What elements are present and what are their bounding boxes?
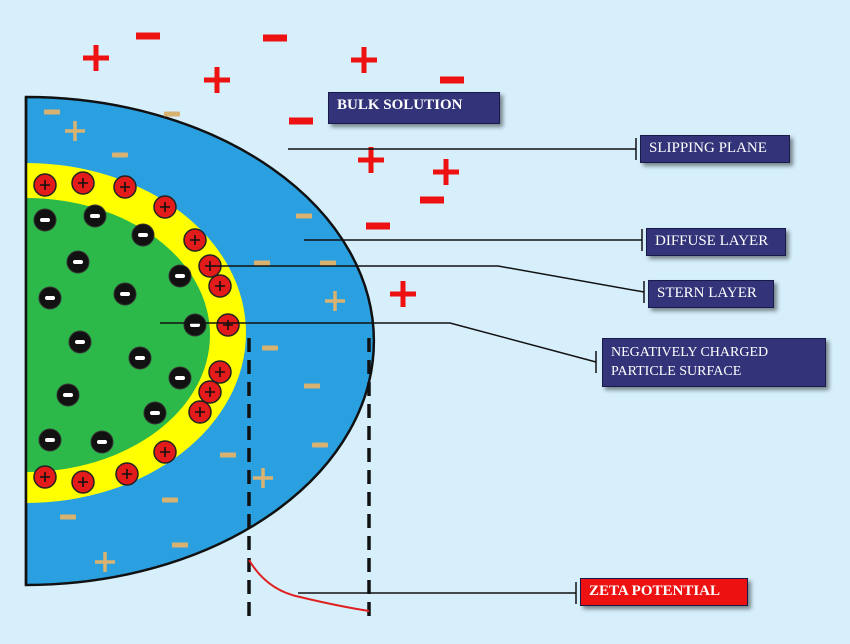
diffuse-positive-ion	[65, 121, 85, 141]
bulk-negative-ion	[420, 196, 444, 204]
minus-sign	[40, 218, 50, 222]
minus-sign	[73, 260, 83, 264]
bulk-positive-ion	[83, 45, 109, 71]
diffuse-negative-ion	[44, 109, 60, 115]
diffuse-positive-ion	[253, 468, 273, 488]
bulk-negative-ion	[440, 76, 464, 84]
ions-layer	[33, 32, 464, 572]
minus-sign	[175, 376, 185, 380]
diffuse-negative-ion	[296, 213, 312, 219]
bulk-negative-ion	[366, 222, 390, 230]
diffuse-negative-ion	[162, 497, 178, 503]
bulk-positive-ion	[204, 67, 230, 93]
slipping-plane-label: SLIPPING PLANE	[640, 135, 790, 163]
plus-sign	[78, 477, 88, 487]
plus-sign	[195, 407, 205, 417]
plus-sign	[120, 182, 130, 192]
plus-sign	[40, 472, 50, 482]
plus-sign	[205, 261, 215, 271]
minus-sign	[45, 438, 55, 442]
minus-sign	[63, 393, 73, 397]
minus-sign	[120, 292, 130, 296]
bulk-negative-ion	[289, 117, 313, 125]
diffuse-negative-ion	[312, 442, 328, 448]
bulk-solution-label: BULK SOLUTION	[328, 92, 500, 124]
zeta-potential-label: ZETA POTENTIAL	[580, 578, 748, 606]
plus-sign	[223, 320, 233, 330]
minus-sign	[150, 411, 160, 415]
diffuse-positive-ion	[325, 291, 345, 311]
plus-sign	[215, 281, 225, 291]
minus-sign	[45, 296, 55, 300]
minus-sign	[75, 340, 85, 344]
particle-surface-leader	[160, 322, 597, 363]
stern-layer-leader	[214, 265, 645, 293]
plus-sign	[215, 367, 225, 377]
minus-sign	[90, 214, 100, 218]
diffuse-negative-ion	[112, 152, 128, 158]
diffuse-layer-label: DIFFUSE LAYER	[646, 228, 786, 256]
plus-sign	[205, 387, 215, 397]
bulk-positive-ion	[358, 147, 384, 173]
bulk-positive-ion	[433, 159, 459, 185]
minus-sign	[97, 440, 107, 444]
plus-sign	[78, 178, 88, 188]
plus-sign	[160, 447, 170, 457]
bulk-positive-ion	[390, 281, 416, 307]
bulk-negative-ion	[263, 34, 287, 42]
plus-sign	[190, 235, 200, 245]
minus-sign	[190, 323, 200, 327]
particle-surface-label: NEGATIVELY CHARGED PARTICLE SURFACE	[602, 338, 826, 387]
diffuse-negative-ion	[254, 260, 270, 266]
zeta-potential-curve	[248, 559, 370, 612]
leader-lines	[160, 138, 645, 604]
plus-sign	[160, 202, 170, 212]
minus-sign	[135, 356, 145, 360]
minus-sign	[175, 274, 185, 278]
diffuse-negative-ion	[60, 514, 76, 520]
diffuse-negative-ion	[164, 111, 180, 117]
diffuse-positive-ion	[95, 552, 115, 572]
minus-sign	[138, 233, 148, 237]
diffuse-negative-ion	[172, 542, 188, 548]
diffuse-negative-ion	[220, 452, 236, 458]
diffuse-negative-ion	[304, 383, 320, 389]
diffuse-negative-ion	[320, 260, 336, 266]
bulk-positive-ion	[351, 47, 377, 73]
diffuse-negative-ion	[262, 345, 278, 351]
bulk-negative-ion	[136, 32, 160, 40]
stern-layer-label: STERN LAYER	[648, 280, 774, 308]
plus-sign	[122, 469, 132, 479]
plus-sign	[40, 180, 50, 190]
